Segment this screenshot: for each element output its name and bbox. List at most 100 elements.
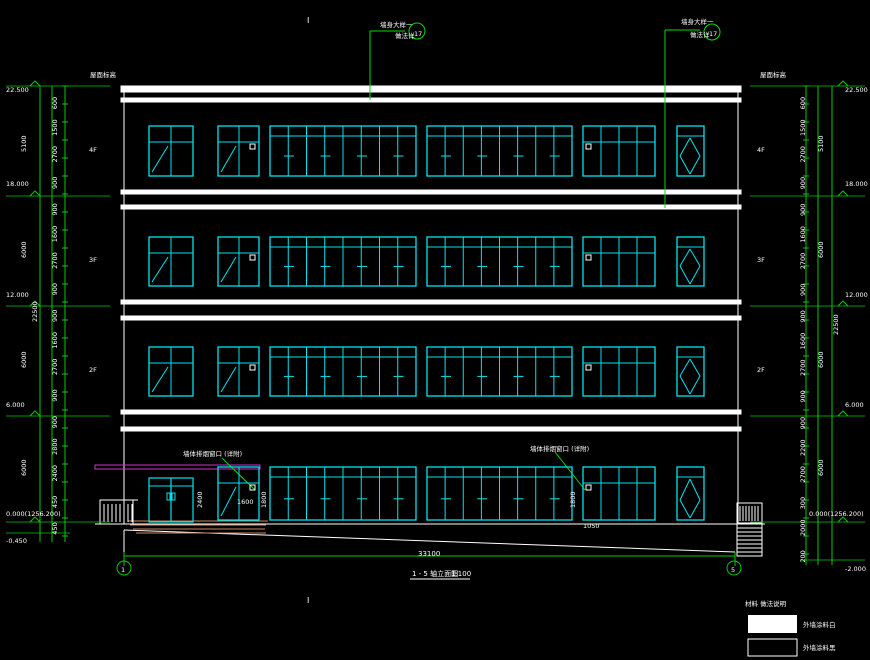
win-b-swing-f2 (220, 366, 237, 393)
left-elev-6: 6.000 (6, 401, 25, 409)
win-b-mark-f4 (249, 143, 256, 150)
win-f-diag3-f1 (689, 478, 701, 501)
right-roof-note: 屋面标高 (760, 70, 787, 79)
left-level-tri-2 (29, 300, 41, 307)
right-segment-15: 300 (799, 497, 807, 509)
linework (6, 22, 865, 580)
callout-right-circle (703, 23, 721, 41)
left-level-tri-4 (29, 516, 41, 523)
right-segment-16: 2000 (799, 519, 807, 536)
right-elev-0: 0.000(1256.200) (809, 510, 864, 518)
win-f-diag4-f2 (689, 375, 701, 395)
right-elev-minus: -2.000 (845, 565, 866, 573)
right-segment-9: 1600 (799, 333, 807, 350)
win-b-mark-f3 (249, 254, 256, 261)
left-segment-14: 2400 (51, 465, 59, 482)
win-f-f2 (676, 346, 705, 397)
right-floor-dim-1: 6000 (817, 459, 825, 476)
right-segment-12: 900 (799, 417, 807, 429)
door-handle-left (166, 492, 171, 501)
floor-tag-right-3: 3F (757, 256, 765, 264)
right-level-tri-2 (837, 300, 849, 307)
right-floor-dim-4: 5100 (817, 135, 825, 152)
win-e-mark-f3 (585, 254, 592, 261)
right-elev-6: 6.000 (845, 401, 864, 409)
window-note-right: 墙体排烟窗口 (详附) (530, 444, 589, 453)
window-note-left: 墙体排烟窗口 (详附) (183, 449, 242, 458)
right-segment-7: 900 (799, 284, 807, 296)
right-segment-5: 1600 (799, 226, 807, 243)
left-segment-3: 900 (51, 177, 59, 189)
left-segment-15: 450 (51, 496, 59, 508)
door-handle-right (171, 492, 176, 501)
left-segment-2: 2700 (51, 146, 59, 163)
legend-item-1: 外墙涂料白 (803, 620, 836, 629)
left-elev-18: 18.000 (6, 180, 29, 188)
win-f-diag2-f1 (679, 499, 691, 519)
drawing-title: 1 - 5 轴立面图 (412, 569, 458, 578)
axis-1-bubble (116, 560, 132, 576)
win-f-diag4-f4 (689, 155, 701, 175)
sill-height-dim-right: 1800 (569, 491, 577, 508)
left-roof-note: 屋面标高 (90, 70, 117, 79)
win-b-swing-f4 (220, 145, 237, 173)
floor-tag-right-4: 4F (757, 146, 765, 154)
win-f-f1 (676, 466, 705, 521)
left-planter (99, 499, 134, 525)
win-b-mark-f2 (249, 364, 256, 371)
right-segment-1: 1500 (799, 119, 807, 136)
right-segment-8: 900 (799, 310, 807, 322)
win-f-diag1-f4 (679, 137, 691, 157)
right-elev-top: 22.500 (845, 86, 868, 94)
cornice-band-5 (120, 315, 742, 321)
callout-right-num: 17 (709, 30, 717, 38)
right-floor-dim-3: 6000 (817, 241, 825, 258)
floor-tag-left-4: 4F (89, 146, 97, 154)
left-segment-4: 900 (51, 203, 59, 215)
axis-1-label: 1 (121, 566, 125, 574)
left-segment-dims: 6001500270090090016002700900900160027009… (51, 97, 59, 535)
win-a-swing-f3 (151, 256, 169, 283)
floor-tag-right-2: 2F (757, 366, 765, 374)
right-segment-4: 900 (799, 204, 807, 216)
win-f-diag3-f4 (689, 137, 701, 157)
win-f-diag1-f1 (679, 478, 691, 501)
right-segment-13: 2200 (799, 439, 807, 456)
win-a-swing-f2 (151, 366, 169, 393)
right-segment-dims: 6001500270090090016002700900900160027009… (799, 97, 807, 563)
left-elev-top: 22.500 (6, 86, 29, 94)
callout-left-line1: 墙身大样一 (380, 20, 413, 29)
right-level-tri-1 (837, 190, 849, 197)
right-level-tri-3 (837, 410, 849, 417)
sill-height-dim: 1800 (260, 491, 268, 508)
windows (148, 125, 705, 523)
axis-5-bubble (726, 560, 742, 576)
win-f-diag2-f3 (679, 265, 691, 285)
win-e-mark-f2 (585, 364, 592, 371)
right-window-width-dim: 1050 (583, 522, 600, 530)
cornice-band-4 (120, 299, 742, 305)
right-planter (736, 502, 763, 524)
door-width-dim: 1600 (237, 498, 254, 506)
win-f-diag2-f2 (679, 375, 691, 395)
left-segment-0: 600 (51, 97, 59, 109)
right-elev-12: 12.000 (845, 291, 868, 299)
cornice-band-2 (120, 189, 742, 195)
win-e-mark-f4 (585, 143, 592, 150)
leader-window-note-right (554, 451, 586, 491)
grade-slope-line (123, 529, 736, 553)
left-segment-11: 900 (51, 389, 59, 401)
win-f-f4 (676, 125, 705, 177)
win-f-diag2-f4 (679, 155, 691, 175)
door-height-dim: 2400 (196, 491, 204, 508)
left-floor-dim-3: 6000 (20, 241, 28, 258)
section-mark-top: I (307, 16, 309, 25)
left-elev-12: 12.000 (6, 291, 29, 299)
right-segment-10: 2700 (799, 359, 807, 376)
left-level-tri-0 (29, 80, 41, 87)
left-total-dim: 22500 (31, 301, 39, 322)
win-f-diag1-f3 (679, 248, 691, 267)
win-a-swing-f4 (151, 145, 169, 173)
right-level-tri-4 (837, 516, 849, 523)
right-segment-17: 200 (799, 550, 807, 562)
